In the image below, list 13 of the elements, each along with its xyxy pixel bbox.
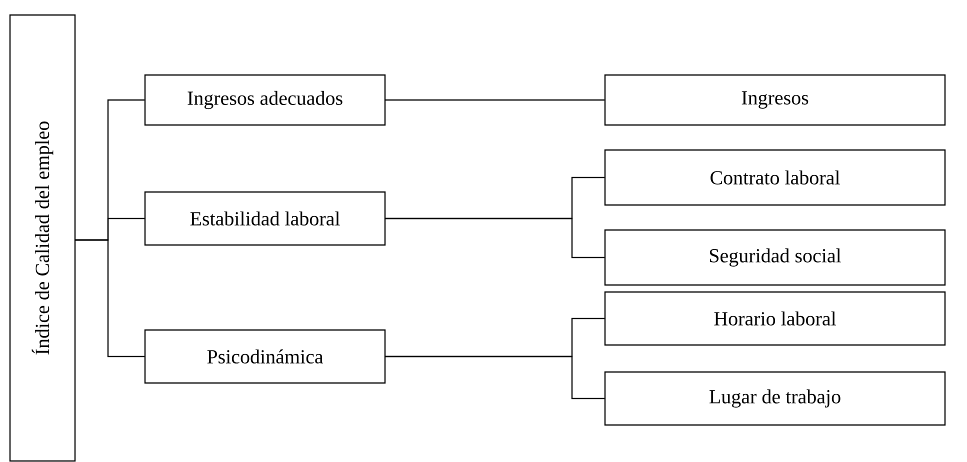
category-box: Horario laboral (604, 291, 946, 346)
connector-line (75, 239, 144, 358)
category-box: Estabilidad laboral (144, 191, 386, 246)
category-box: Ingresos adecuados (144, 74, 386, 126)
category-box: Contrato laboral (604, 149, 946, 206)
category-box: Seguridad social (604, 229, 946, 286)
category-box: Psicodinámica (144, 329, 386, 384)
connector-line (385, 99, 604, 101)
connector-line (385, 356, 604, 400)
connector-line (385, 218, 604, 258)
category-box: Lugar de trabajo (604, 371, 946, 426)
index-box: Índice de Calidad del empleo (9, 14, 76, 462)
category-box: Ingresos (604, 74, 946, 126)
